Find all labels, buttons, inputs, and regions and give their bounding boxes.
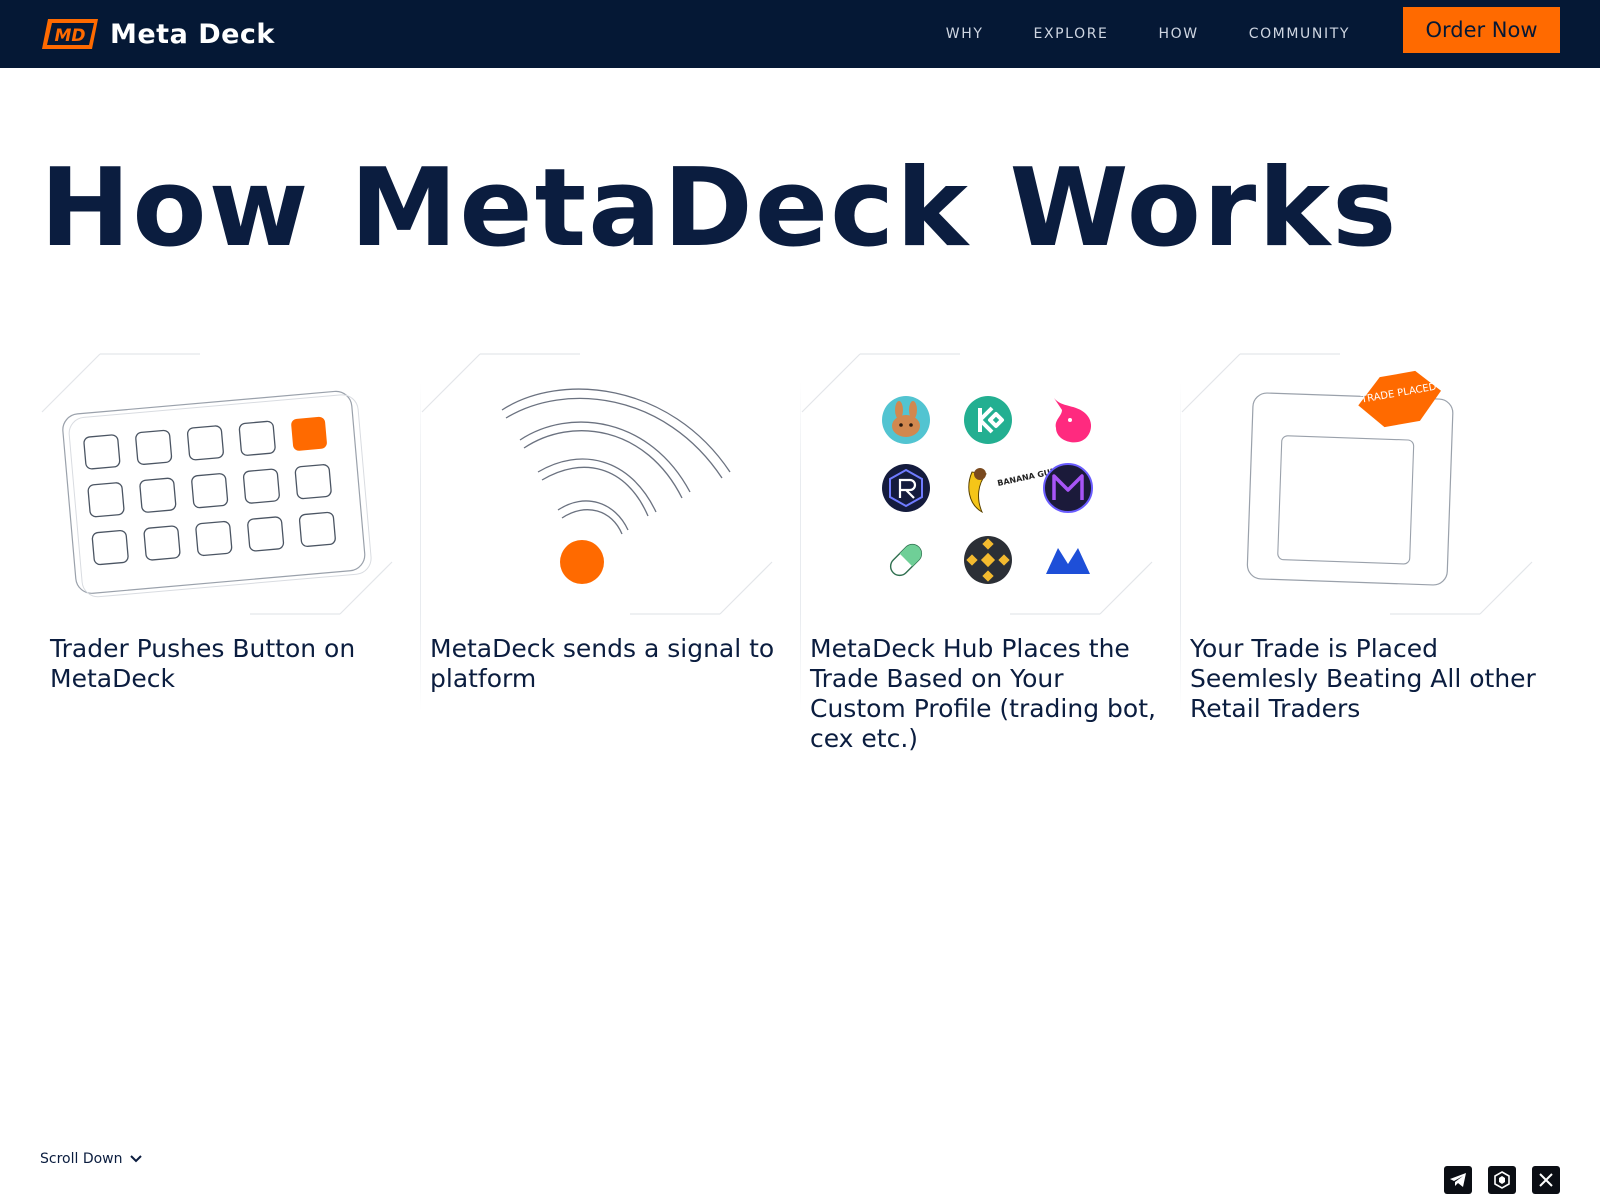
step-card: BANANA GUN [800, 352, 1180, 753]
chevron-down-icon [129, 1155, 142, 1163]
nav-link-how[interactable]: HOW [1158, 26, 1199, 42]
meta-deck-logo-icon: MD [42, 19, 98, 49]
scroll-down-link[interactable]: Scroll Down [40, 1151, 143, 1167]
card-frame [801, 353, 1153, 615]
how-it-works-steps: Trader Pushes Button on MetaDeck [40, 352, 1560, 753]
nav-link-why[interactable]: WHY [945, 26, 984, 42]
page-title: How MetaDeck Works [40, 146, 1399, 271]
top-navbar: MD Meta Deck WHY EXPLORE HOW COMMUNITY O… [0, 0, 1600, 68]
svg-text:MD: MD [54, 26, 85, 46]
card-frame [421, 353, 773, 615]
trade-placed-card-icon: TRADE PLACED [1246, 370, 1454, 586]
step-card: Trader Pushes Button on MetaDeck [40, 352, 420, 752]
step-text: Trader Pushes Button on MetaDeck [50, 634, 356, 693]
maestro-icon [1043, 463, 1093, 513]
binance-icon [964, 536, 1012, 584]
keypad-icon [62, 390, 372, 598]
step-text: Your Trade is Placed Seemlesly Beating A… [1190, 634, 1536, 723]
kucoin-icon [964, 396, 1012, 444]
step-text: MetaDeck sends a signal to platform [430, 634, 775, 693]
order-now-button[interactable]: Order Now [1403, 7, 1560, 53]
trade-placed-badge: TRADE PLACED [1358, 370, 1442, 428]
nav-link-explore[interactable]: EXPLORE [1033, 26, 1109, 42]
platform-logos-grid: BANANA GUN [882, 396, 1093, 584]
step-card: MetaDeck sends a signal to platform [420, 352, 800, 752]
raydium-icon [882, 464, 930, 512]
x-icon[interactable] [1532, 1166, 1560, 1194]
social-links [1444, 1166, 1560, 1194]
step-text: MetaDeck Hub Places the Trade Based on Y… [810, 634, 1156, 753]
card-frame [41, 353, 393, 615]
uniswap-icon [1054, 398, 1092, 443]
brand-name: Meta Deck [110, 18, 275, 50]
step-visual [40, 352, 400, 622]
dextools-icon[interactable] [1488, 1166, 1516, 1194]
step-visual: BANANA GUN [800, 352, 1160, 622]
telegram-icon[interactable] [1444, 1166, 1472, 1194]
mountain-logo-icon [1046, 548, 1090, 574]
scroll-down-label: Scroll Down [40, 1151, 123, 1167]
step-card: TRADE PLACED Your Trade is Placed Seemle… [1180, 352, 1560, 752]
main-nav: WHY EXPLORE HOW COMMUNITY [946, 0, 1350, 68]
step-visual: TRADE PLACED [1180, 352, 1540, 622]
nav-link-community[interactable]: COMMUNITY [1248, 26, 1350, 42]
pill-icon [889, 543, 923, 577]
pancakeswap-icon [882, 396, 930, 444]
card-frame [1181, 353, 1533, 615]
brand[interactable]: MD Meta Deck [40, 12, 275, 56]
wifi-signal-icon [501, 388, 731, 584]
step-visual [420, 352, 780, 622]
